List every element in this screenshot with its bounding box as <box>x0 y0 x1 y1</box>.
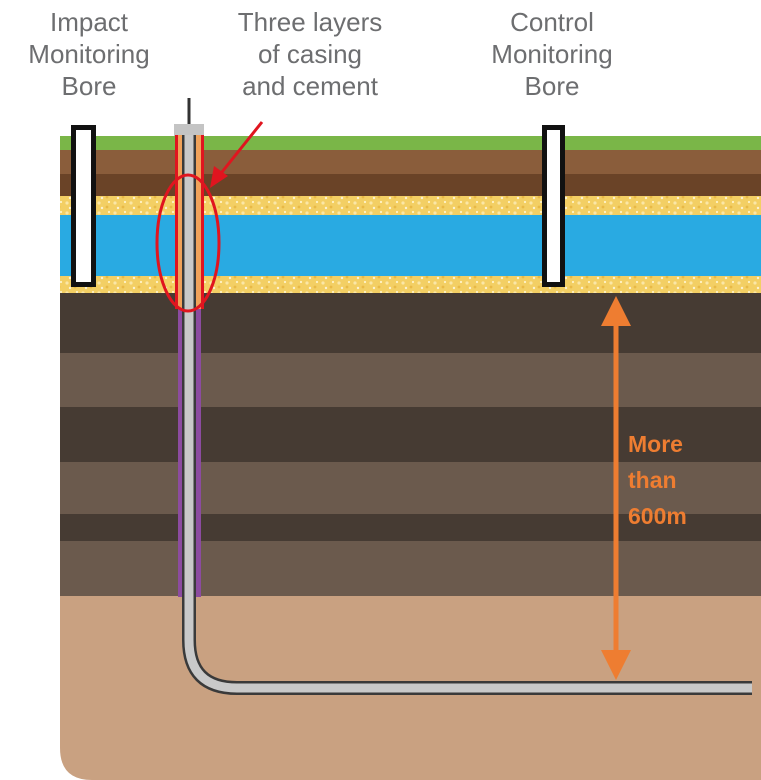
rock-layer-light <box>60 353 761 407</box>
grass-layer <box>60 136 761 150</box>
rock-layer-light <box>60 462 761 514</box>
well-pipe <box>184 135 752 693</box>
rock-layer-dark <box>60 407 761 462</box>
depth-arrow-head-top <box>601 296 631 326</box>
cement-casing-edge-left <box>175 135 178 309</box>
depth-arrow <box>601 296 631 680</box>
cement-casing-edge-right <box>201 135 204 309</box>
control-monitoring-bore-label: Control Monitoring Bore <box>491 7 613 101</box>
rock-layer-dark <box>60 293 761 353</box>
casing-callout-ellipse <box>155 173 221 313</box>
rock-layer-dark <box>60 514 761 541</box>
impact-monitoring-bore-label: Impact Monitoring Bore <box>28 7 150 101</box>
topsoil-layer <box>60 150 761 174</box>
sand-layer-upper <box>60 196 761 215</box>
topsoil-layer-lower <box>60 174 761 196</box>
impact-monitoring-bore <box>71 125 96 287</box>
gas-well <box>174 98 752 695</box>
well-surface-cap <box>174 124 204 136</box>
control-monitoring-bore <box>542 125 565 287</box>
casing-callout-arrow-shaft <box>220 121 264 173</box>
depth-label: More than 600m <box>628 431 687 529</box>
aquifer-layer <box>60 215 761 276</box>
casing-callout-arrow-head <box>210 166 228 188</box>
sand-layer-lower <box>60 276 761 293</box>
depth-arrow-head-bottom <box>601 650 631 680</box>
rock-layer-light <box>60 541 761 596</box>
casing-label: Three layers of casing and cement <box>237 7 383 101</box>
